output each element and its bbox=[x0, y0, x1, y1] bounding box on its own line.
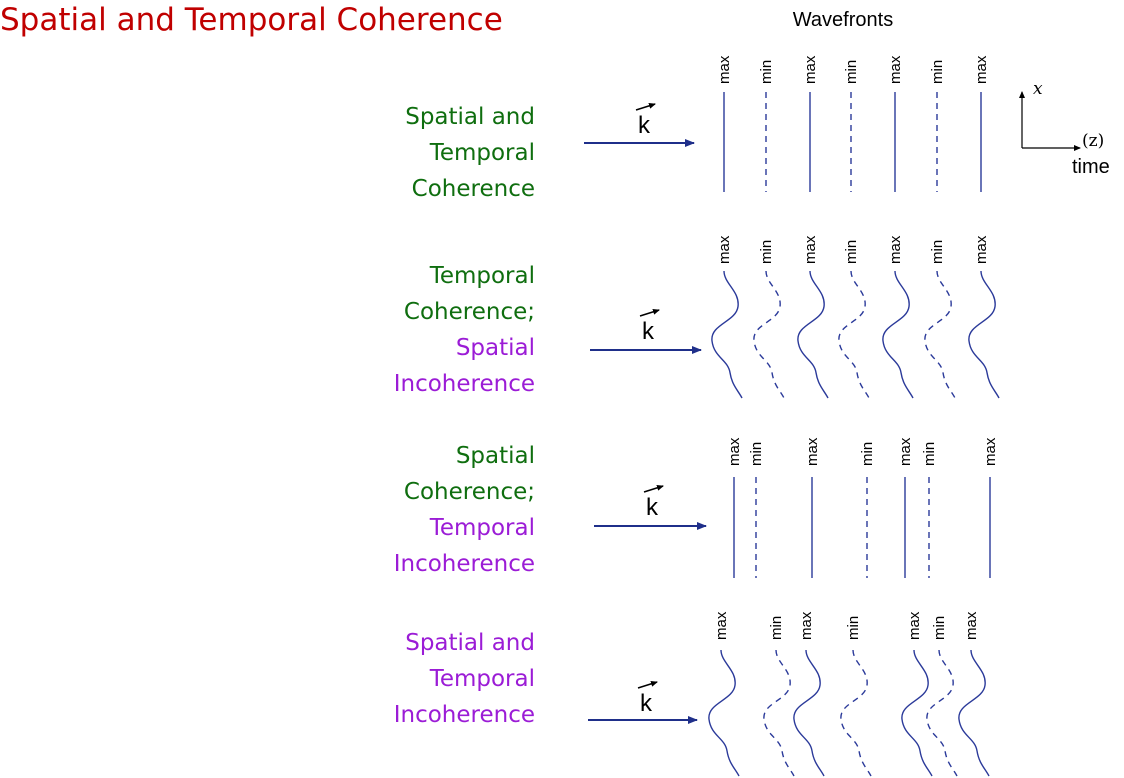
wavefront-dashed-line bbox=[840, 649, 872, 777]
row-1-line-2: Temporal bbox=[429, 140, 535, 166]
wavefront-label-min: min bbox=[929, 240, 946, 264]
wavefront-dashed-line bbox=[924, 270, 956, 399]
wavefront-solid-line bbox=[797, 270, 829, 399]
k-arrow-row-3: k bbox=[594, 484, 707, 530]
row-2-line-2: Coherence; bbox=[403, 299, 535, 325]
wavefront-label-max: max bbox=[802, 55, 819, 84]
wavefront-label-min: min bbox=[758, 60, 775, 84]
k-arrow-row-1: k bbox=[584, 102, 695, 147]
wavefront-label-max: max bbox=[973, 55, 990, 84]
wavefront-dashed-line bbox=[838, 270, 870, 399]
wavefront-label-min: min bbox=[748, 442, 765, 466]
wavefront-dashed-line bbox=[753, 270, 785, 399]
wavefront-label-max: max bbox=[982, 437, 999, 466]
wavefront-label-max: max bbox=[726, 437, 743, 466]
wavefront-label-max: max bbox=[887, 235, 904, 264]
z-axis-label: (z) bbox=[1082, 131, 1104, 151]
wavefront-label-min: min bbox=[859, 442, 876, 466]
wavefront-row-1: max min max min max min max bbox=[716, 55, 990, 192]
row-1-line-3: Coherence bbox=[411, 176, 535, 202]
x-axis-label: x bbox=[1033, 79, 1043, 99]
wavefront-solid-line bbox=[901, 649, 933, 777]
wavefront-dashed-line bbox=[926, 649, 958, 777]
row-2-line-4: Incoherence bbox=[393, 371, 535, 397]
wavefront-dashed-line bbox=[763, 649, 795, 777]
row-3-line-2: Coherence; bbox=[403, 479, 535, 505]
wavefront-label-max: max bbox=[973, 235, 990, 264]
wavefront-label-max: max bbox=[897, 437, 914, 466]
wavefront-label-min: min bbox=[758, 240, 775, 264]
wavefront-label-max: max bbox=[963, 611, 980, 640]
wavefront-label-min: min bbox=[843, 240, 860, 264]
row-2-label: Temporal Coherence; Spatial Incoherence bbox=[394, 258, 535, 402]
k-vector-label: k bbox=[646, 494, 659, 521]
wavefront-solid-line bbox=[708, 649, 740, 777]
wavefronts-title: Wavefronts bbox=[793, 9, 893, 31]
wavefront-label-min: min bbox=[845, 616, 862, 640]
wavefront-solid-line bbox=[793, 649, 825, 777]
row-3-label: Spatial Coherence; Temporal Incoherence bbox=[394, 438, 535, 582]
row-4-line-3: Incoherence bbox=[393, 702, 535, 728]
wavefront-label-max: max bbox=[802, 235, 819, 264]
row-4-line-1: Spatial and bbox=[405, 630, 535, 656]
wavefront-label-max: max bbox=[713, 611, 730, 640]
k-arrow-row-2: k bbox=[590, 308, 702, 354]
wavefront-solid-line bbox=[968, 270, 1000, 399]
wavefront-label-min: min bbox=[931, 616, 948, 640]
row-1-label: Spatial and Temporal Coherence bbox=[405, 99, 535, 207]
row-3-line-4: Incoherence bbox=[393, 551, 535, 577]
wavefront-solid-line bbox=[882, 270, 914, 399]
row-1-line-1: Spatial and bbox=[405, 104, 535, 130]
wavefront-row-2: max min max min max min max bbox=[711, 235, 1000, 399]
wavefront-label-max: max bbox=[798, 611, 815, 640]
row-3-line-1: Spatial bbox=[455, 443, 535, 469]
wavefront-label-min: min bbox=[768, 616, 785, 640]
row-4-line-2: Temporal bbox=[429, 666, 535, 692]
wavefront-label-min: min bbox=[843, 60, 860, 84]
wavefront-label-max: max bbox=[906, 611, 923, 640]
wavefront-label-min: min bbox=[929, 60, 946, 84]
wavefront-label-max: max bbox=[716, 235, 733, 264]
wavefront-label-max: max bbox=[716, 55, 733, 84]
page-title: Spatial and Temporal Coherence bbox=[0, 2, 503, 38]
wavefront-label-max: max bbox=[804, 437, 821, 466]
k-vector-label: k bbox=[638, 112, 651, 139]
wavefront-label-min: min bbox=[921, 442, 938, 466]
axis-indicator: x (z) time bbox=[1019, 79, 1110, 178]
k-vector-label: k bbox=[640, 690, 653, 717]
wavefront-label-max: max bbox=[887, 55, 904, 84]
row-2-line-1: Temporal bbox=[429, 263, 535, 289]
wavefront-solid-line bbox=[711, 270, 743, 399]
row-3-line-3: Temporal bbox=[429, 515, 535, 541]
k-vector-label: k bbox=[642, 318, 655, 345]
row-4-label: Spatial and Temporal Incoherence bbox=[394, 625, 535, 733]
k-arrow-row-4: k bbox=[588, 680, 698, 724]
wavefront-solid-line bbox=[958, 649, 990, 777]
row-2-line-3: Spatial bbox=[455, 335, 535, 361]
time-axis-label: time bbox=[1072, 156, 1110, 178]
